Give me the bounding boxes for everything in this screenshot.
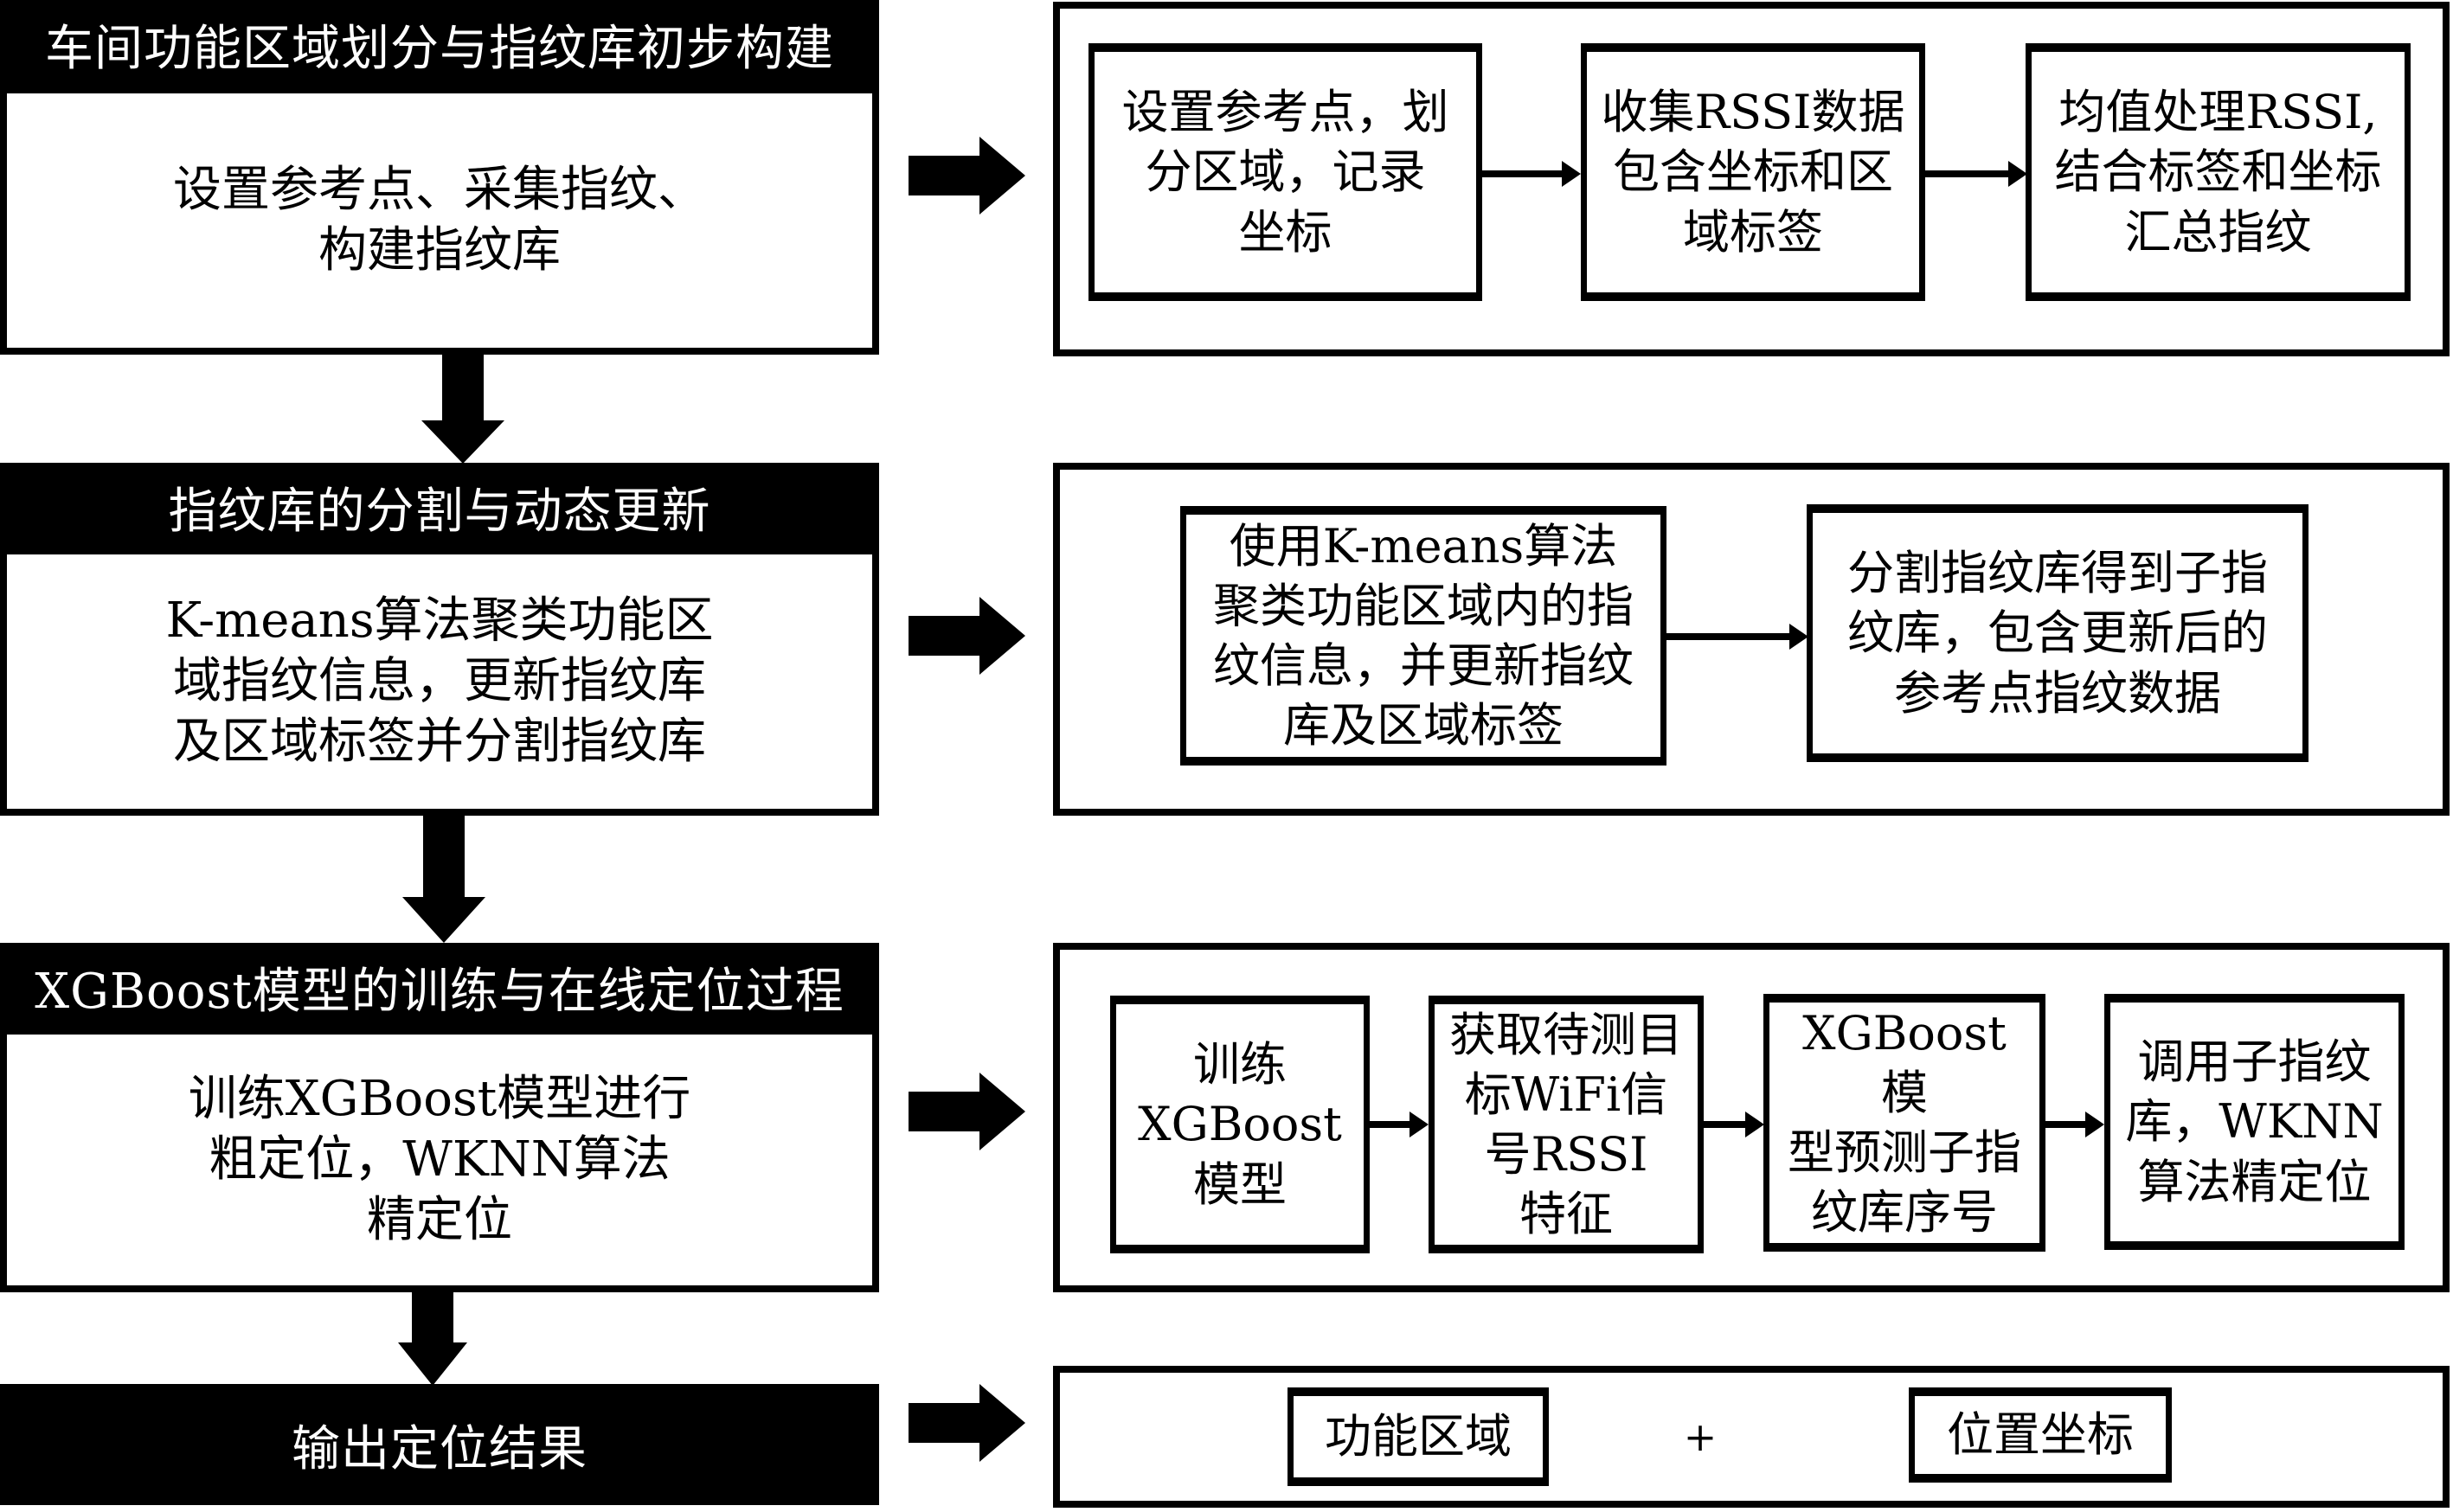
stage1-summary: 设置参考点、采集指纹、 构建指纹库	[0, 86, 879, 355]
stage3-step-3: XGBoost模 型预测子指 纹库序号	[1763, 994, 2045, 1252]
plus-sign: +	[1683, 1413, 1718, 1460]
step-arrow-icon	[1370, 1112, 1429, 1137]
step-arrow-icon	[1482, 161, 1581, 187]
step-arrow-icon	[1666, 624, 1808, 650]
step-arrow-icon	[1925, 161, 2027, 187]
stage1-right-arrow-icon	[909, 137, 1025, 215]
output-position-coordinates: 位置坐标	[1909, 1387, 2172, 1483]
stage3-header: XGBoost模型的训练与在线定位过程	[0, 943, 879, 1031]
stage3-summary: 训练XGBoost模型进行 粗定位，WKNN算法 精定位	[0, 1028, 879, 1292]
step-arrow-icon	[1704, 1112, 1764, 1137]
stage1-header: 车间功能区域划分与指纹库初步构建	[0, 0, 879, 88]
stage3-step-1: 训练 XGBoost 模型	[1110, 996, 1370, 1253]
stage4-header: 输出定位结果	[0, 1384, 879, 1505]
stage3-right-arrow-icon	[909, 1073, 1025, 1150]
down-arrow-icon	[398, 1292, 467, 1386]
step-arrow-icon	[2045, 1112, 2104, 1137]
down-arrow-icon	[421, 355, 504, 464]
stage2-step-1: 使用K-means算法 聚类功能区域内的指 纹信息，并更新指纹 库及区域标签	[1180, 506, 1666, 766]
stage1-step-2: 收集RSSI数据 包含坐标和区 域标签	[1581, 43, 1925, 301]
stage4-output-panel	[1053, 1366, 2450, 1508]
output-functional-area: 功能区域	[1288, 1387, 1549, 1486]
stage1-step-3: 均值处理RSSI, 结合标签和坐标 汇总指纹	[2026, 43, 2411, 301]
stage2-summary: K-means算法聚类功能区 域指纹信息，更新指纹库 及区域标签并分割指纹库	[0, 548, 879, 816]
stage4-right-arrow-icon	[909, 1384, 1025, 1462]
stage3-step-2: 获取待测目 标WiFi信 号RSSI 特征	[1429, 996, 1704, 1253]
stage3-step-4: 调用子指纹 库，WKNN 算法精定位	[2104, 994, 2405, 1250]
stage2-right-arrow-icon	[909, 597, 1025, 675]
down-arrow-icon	[402, 816, 485, 943]
stage2-step-2: 分割指纹库得到子指 纹库，包含更新后的 参考点指纹数据	[1807, 504, 2309, 762]
stage1-step-1: 设置参考点，划 分区域，记录 坐标	[1088, 43, 1482, 301]
stage2-header: 指纹库的分割与动态更新	[0, 463, 879, 551]
